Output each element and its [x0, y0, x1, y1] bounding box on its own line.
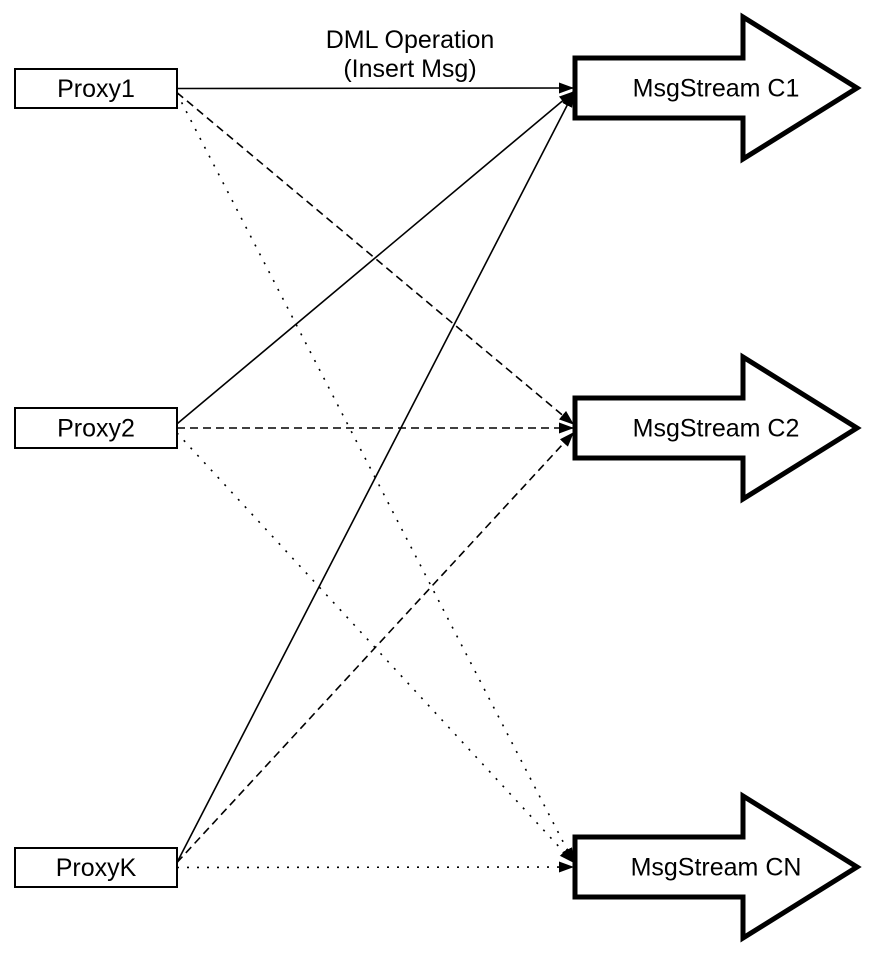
stream-arrow-shape	[572, 352, 862, 504]
proxy-node-proxy1: Proxy1	[14, 68, 178, 109]
stream-node-cn: MsgStream CN	[572, 791, 862, 943]
edge-proxy2-c1	[176, 90, 575, 425]
proxy-rect	[14, 847, 178, 888]
proxy-node-proxyK: ProxyK	[14, 847, 178, 888]
streams-layer: MsgStream C1 MsgStream C2 MsgStream CN	[572, 12, 862, 943]
edge-proxy1-c2	[176, 91, 575, 426]
stream-label: MsgStream CN	[631, 854, 802, 882]
proxy-rect	[14, 68, 178, 109]
stream-label: MsgStream C2	[633, 415, 800, 443]
proxy-node-proxy2: Proxy2	[14, 407, 178, 449]
proxy-label: ProxyK	[56, 854, 137, 882]
proxy-label: Proxy2	[57, 415, 135, 443]
stream-arrow-shape	[572, 791, 862, 943]
edges-layer	[176, 82, 575, 873]
stream-node-c2: MsgStream C2	[572, 352, 862, 504]
edge-label-line1: DML Operation	[326, 26, 495, 54]
edge-proxyK-c2	[176, 431, 575, 864]
edge-proxyK-c1	[176, 91, 575, 863]
edge-label: DML Operation (Insert Msg)	[326, 26, 495, 83]
edge-label-line2: (Insert Msg)	[343, 55, 476, 83]
stream-arrow-shape	[572, 12, 862, 164]
stream-node-c1: MsgStream C1	[572, 12, 862, 164]
edge-proxy1-cn	[176, 93, 575, 864]
stream-label: MsgStream C1	[633, 75, 800, 103]
proxy-label: Proxy1	[57, 75, 135, 103]
